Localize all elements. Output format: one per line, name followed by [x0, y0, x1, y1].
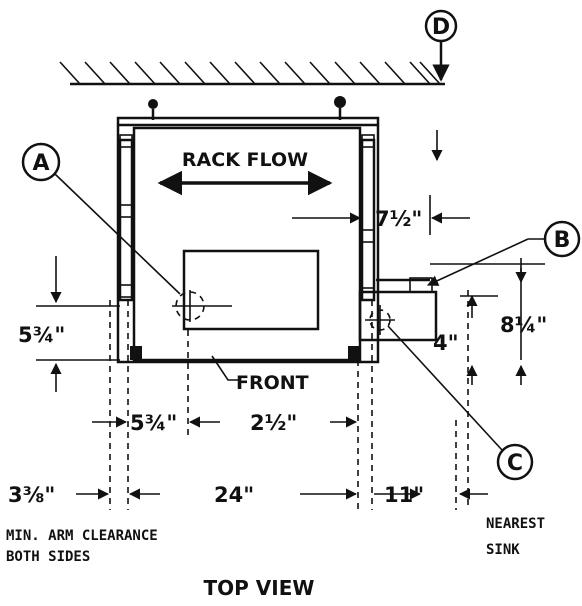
- front-label: FRONT: [236, 372, 309, 394]
- nearest-sink-line1: NEAREST: [486, 516, 545, 532]
- dim-eleven-label: 11": [384, 483, 424, 507]
- dim-five-three-quarter-left-label: 5¾": [18, 323, 65, 347]
- dim-four: [460, 290, 498, 510]
- dim-twenty-four-label: 24": [214, 483, 254, 507]
- dim-overall-row: [76, 420, 488, 510]
- callout-c: C: [387, 325, 534, 481]
- callout-a: A: [21, 142, 181, 295]
- dim-eight-quarter-label: 8¼": [500, 313, 547, 337]
- callout-a-label: A: [32, 151, 49, 176]
- arm-clearance-line2: BOTH SIDES: [6, 549, 90, 565]
- dim-five-three-quarter-bottom-label: 5¾": [130, 411, 177, 435]
- dim-bottom-row: [92, 300, 373, 510]
- callout-b-label: B: [554, 228, 571, 253]
- top-view-title: TOP VIEW: [204, 576, 315, 600]
- dim-seven-half: [292, 130, 470, 235]
- callout-d-label: D: [432, 15, 450, 40]
- dim-five-three-quarter-left: [36, 256, 120, 392]
- dim-four-label: 4": [433, 331, 459, 355]
- rack-flow-label: RACK FLOW: [182, 149, 308, 171]
- wall: [59, 61, 445, 86]
- nearest-sink-line2: SINK: [486, 542, 520, 558]
- dim-three-three-eighths-label: 3⅜": [8, 483, 55, 507]
- callout-c-label: C: [507, 451, 523, 476]
- inner-panel: [182, 249, 320, 331]
- machine-frame: [116, 96, 380, 364]
- front-leader: [211, 355, 240, 381]
- point-a-marker: [172, 290, 232, 322]
- callout-d: D: [424, 9, 458, 82]
- callout-b: B: [426, 220, 581, 286]
- dim-eight-quarter: [430, 258, 545, 385]
- arm-clearance-line1: MIN. ARM CLEARANCE: [6, 528, 158, 544]
- dim-seven-half-label: 7½": [375, 207, 422, 231]
- dim-two-half-label: 2½": [250, 411, 297, 435]
